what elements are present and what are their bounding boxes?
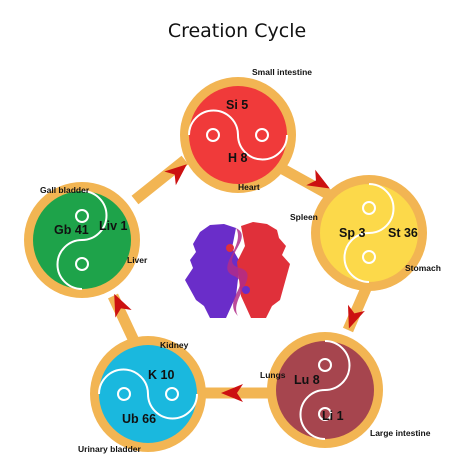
water-top-point: K 10 (148, 368, 175, 382)
fire-top-point: Si 5 (226, 98, 249, 112)
liver-label: Liver (127, 255, 148, 265)
stomach-label: Stomach (405, 263, 441, 273)
diagram-title: Creation Cycle (167, 20, 307, 42)
yin-yang-curve-icon (188, 109, 288, 161)
yin-yang-heads-icon (185, 222, 290, 318)
arrow-water-wood-icon (114, 293, 132, 318)
wood-left-point: Gb 41 (54, 223, 89, 237)
arrow-wood-fire-icon (164, 164, 187, 186)
arrow-earth-metal-icon (347, 304, 365, 329)
connector-wood-fire (131, 155, 189, 205)
arrow-metal-water-icon (221, 384, 243, 402)
fire-element (180, 77, 296, 193)
yin-yang-curve-icon (56, 190, 108, 290)
cycle-arrows (114, 164, 365, 402)
large-intestine-label: Large intestine (370, 428, 431, 438)
yin-yang-curve-icon (98, 368, 198, 420)
metal-top-point: Lu 8 (294, 373, 320, 387)
spleen-label: Spleen (290, 212, 318, 222)
wood-right-point: Liv 1 (99, 219, 128, 233)
heart-label: Heart (238, 182, 260, 192)
metal-element (267, 332, 383, 448)
earth-element (311, 175, 427, 291)
earth-right-point: St 36 (388, 226, 418, 240)
urinary-bladder-label: Urinary bladder (78, 444, 141, 454)
yin-yang-curve-icon (343, 183, 395, 283)
kidney-label: Kidney (160, 340, 189, 350)
metal-bottom-point: Li 1 (322, 409, 344, 423)
arrow-fire-earth-icon (306, 169, 330, 189)
wood-element (24, 182, 140, 298)
gall-bladder-label: Gall bladder (40, 185, 90, 195)
water-bottom-point: Ub 66 (122, 412, 157, 426)
lungs-label: Lungs (260, 370, 286, 380)
earth-left-point: Sp 3 (339, 226, 366, 240)
water-element (90, 336, 206, 452)
small-intestine-label: Small intestine (252, 67, 312, 77)
yin-yang-curve-icon (299, 340, 351, 440)
fire-bottom-point: H 8 (228, 151, 248, 165)
